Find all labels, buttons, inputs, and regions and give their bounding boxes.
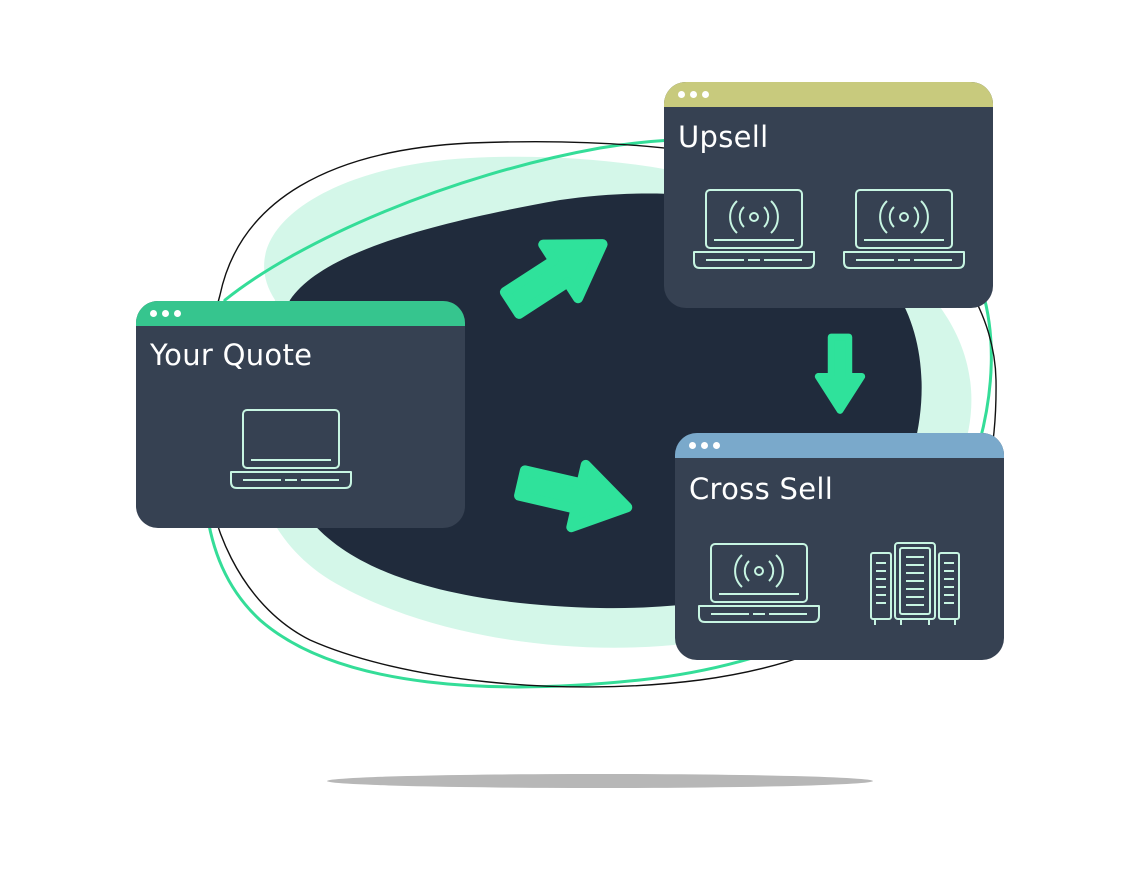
your-quote-card: Your Quote [136, 301, 465, 528]
wireless-laptop-icon [842, 188, 966, 270]
window-title-bar [675, 433, 1004, 458]
card-title: Upsell [678, 120, 769, 154]
card-title: Cross Sell [689, 472, 834, 506]
wireless-laptop-icon [692, 188, 816, 270]
window-title-bar [136, 301, 465, 326]
window-dots [689, 442, 720, 449]
card-title: Your Quote [150, 338, 313, 372]
ground-shadow [327, 774, 873, 788]
upsell-card: Upsell [664, 82, 993, 308]
window-dots [150, 310, 181, 317]
cross-sell-card: Cross Sell [675, 433, 1004, 660]
wireless-laptop-icon [697, 542, 821, 624]
window-dots [678, 91, 709, 98]
laptop-icon [229, 408, 353, 490]
window-title-bar [664, 82, 993, 107]
server-rack-icon [867, 541, 963, 627]
